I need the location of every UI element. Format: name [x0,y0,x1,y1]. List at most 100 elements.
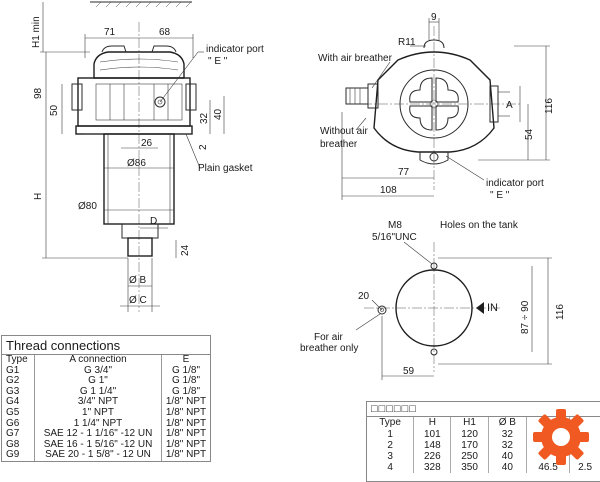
table-cell: G2 [6,375,20,387]
table-cell: 32 [487,429,527,440]
dim-dia86: Ø86 [127,158,146,169]
side-view: H1 min 71 68 98 50 32 40 26 2 Ø86 H Ø80 … [31,1,264,312]
table-cell: G 1/8" [161,376,210,387]
label-with-air-breather: With air breather [318,53,393,64]
gear-tooth [569,414,584,429]
thread-connections-table: Thread connections Type A connection E G… [1,335,211,462]
dim-116-bottom: 116 [555,304,566,320]
thread-table-title: Thread connections [2,336,210,355]
label-plain-gasket: Plain gasket [198,163,253,174]
table-cell: SAE 12 - 1 1/16" -12 UN [34,429,162,440]
table-cell: G 3/4" [34,365,162,377]
label-indicator-port-top: indicator port [206,44,264,55]
table-cell: 2.5 [569,462,600,473]
table-cell: 226 [413,451,451,462]
table-cell: G4 [6,396,20,408]
table-cell [569,451,600,462]
thread-header-connection: A connection [34,354,162,366]
table-cell: 1/8" NPT [161,397,210,408]
dim-26: 26 [141,138,153,149]
table-cell: 40 [487,462,527,473]
gear-tooth [577,432,589,442]
dims-header-cell: Type [379,417,401,428]
dim-2: 2 [198,144,209,150]
table-cell: 1/8" NPT [161,450,210,461]
table-cell: 3 [387,451,393,462]
table-cell: SAE 20 - 1 5/8" - 12 UN [34,450,162,461]
dims-header-cell: H [413,417,451,429]
table-cell: G 1/8" [161,365,210,377]
label-without-air-breather-1: Without air [320,126,368,137]
gear-logo-icon [533,409,589,465]
dim-68: 68 [159,27,171,38]
label-holes-on-tank: Holes on the tank [440,220,519,231]
table-cell: G6 [6,417,20,429]
label-without-air-breather-2: breather [320,139,358,150]
table-cell: G1 [6,364,20,376]
dim-dia-c: Ø C [129,295,147,306]
table-cell: 1/8" NPT [161,439,210,451]
label-indicator-port-right: indicator port [486,178,544,189]
table-cell: 32 [487,440,527,451]
dim-h: H [33,193,44,200]
dim-77: 77 [398,167,410,178]
dim-dia80: Ø80 [78,201,97,212]
label-for-air-breather-1: For air [314,332,344,343]
table-cell: 40 [487,451,527,462]
table-cell: 1 [387,429,393,440]
dim-20: 20 [358,291,370,302]
dim-71: 71 [104,27,116,38]
table-cell: G9 [6,449,20,461]
dim-98: 98 [33,87,44,99]
table-cell: 250 [450,451,489,462]
dim-9: 9 [431,12,437,23]
label-indicator-port-right-e: " E " [490,190,510,201]
dims-header-cell: H1 [450,417,489,429]
table-cell: G7 [6,428,20,440]
table-cell: G3 [6,385,20,397]
table-cell: 46.5 [526,462,570,473]
dim-116-top: 116 [544,98,555,114]
table-cell: G5 [6,406,20,418]
table-cell: 1" NPT [34,407,162,419]
gear-tooth [538,445,553,460]
label-unc: 5/16"UNC [372,232,417,243]
table-cell: 1/8" NPT [161,407,210,419]
table-cell: 170 [450,440,489,451]
gear-tooth [569,445,584,460]
gear-tooth [556,453,566,465]
dim-a: A [506,100,513,111]
gear-tooth [538,414,553,429]
dim-r11: R11 [398,37,416,48]
dim-32: 32 [199,112,210,124]
dim-h1-min: H1 min [31,16,42,48]
table-cell: 120 [450,429,489,440]
table-cell: SAE 16 - 1 5/16" -12 UN [34,439,162,451]
dims-table-title: □□□□□□ [367,402,600,417]
gear-tooth [533,432,545,442]
table-cell: G 1/8" [161,386,210,398]
dim-87-90: 87 ÷ 90 [520,300,531,334]
dim-d: D [150,216,157,227]
dim-24: 24 [180,244,191,256]
label-in: IN [487,302,498,314]
table-cell: 328 [413,462,451,473]
gear-tooth [556,409,566,421]
dim-dia-b: Ø B [129,275,147,286]
table-cell: 101 [413,429,451,440]
table-cell: G8 [6,438,20,450]
table-cell: 350 [450,462,489,473]
dim-54: 54 [524,128,535,140]
table-cell: 2 [387,440,393,451]
table-cell: 3/4" NPT [34,397,162,408]
table-cell: 148 [413,440,451,451]
